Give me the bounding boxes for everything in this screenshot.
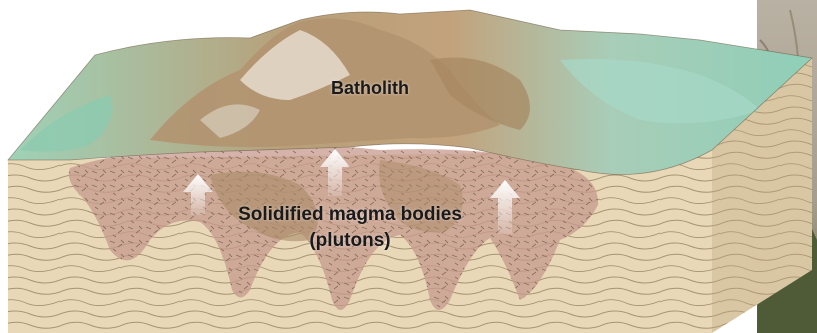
- batholith-label: Batholith: [290, 78, 450, 99]
- plutons-label-line2: (plutons): [200, 228, 500, 254]
- plutons-label-line1: Solidified magma bodies: [200, 202, 500, 228]
- plutons-label: Solidified magma bodies (plutons): [200, 202, 500, 254]
